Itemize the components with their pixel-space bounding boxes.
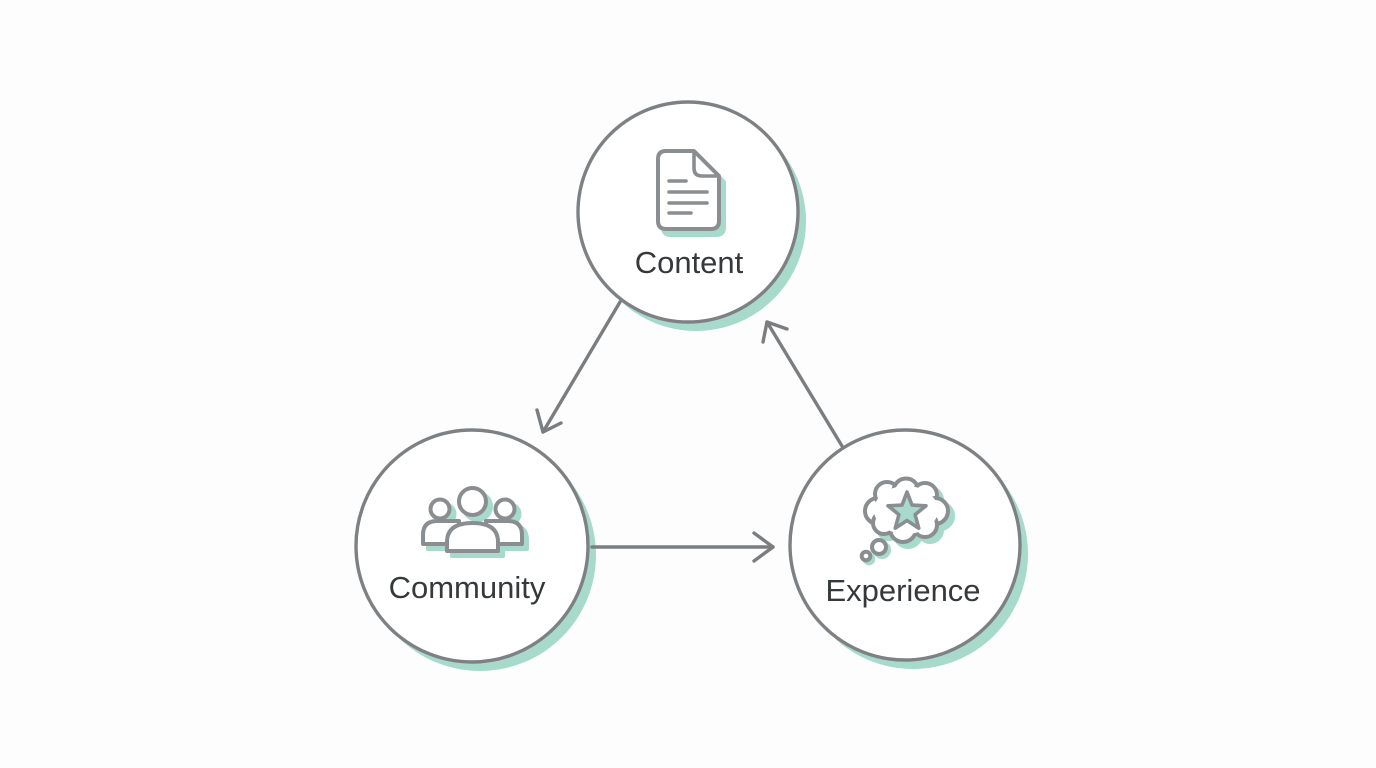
thought-bubble-star-icon — [859, 476, 950, 563]
arrowhead-icon — [535, 408, 563, 434]
document-icon — [656, 149, 721, 231]
edges — [535, 300, 844, 563]
arrow-community-to-experience — [590, 531, 775, 563]
node-experience: Experience — [788, 428, 1028, 669]
arrow-experience-to-content — [761, 320, 844, 448]
arrow-content-to-community — [535, 300, 622, 434]
arrowhead-icon — [761, 320, 789, 344]
node-community: Community — [354, 428, 596, 671]
content-label: Content — [635, 245, 744, 280]
star-icon — [886, 490, 928, 530]
arrowhead-icon — [752, 531, 775, 563]
node-content: Content — [576, 100, 806, 331]
experience-label: Experience — [825, 573, 980, 608]
people-group-icon — [421, 486, 524, 553]
community-label: Community — [389, 570, 546, 605]
